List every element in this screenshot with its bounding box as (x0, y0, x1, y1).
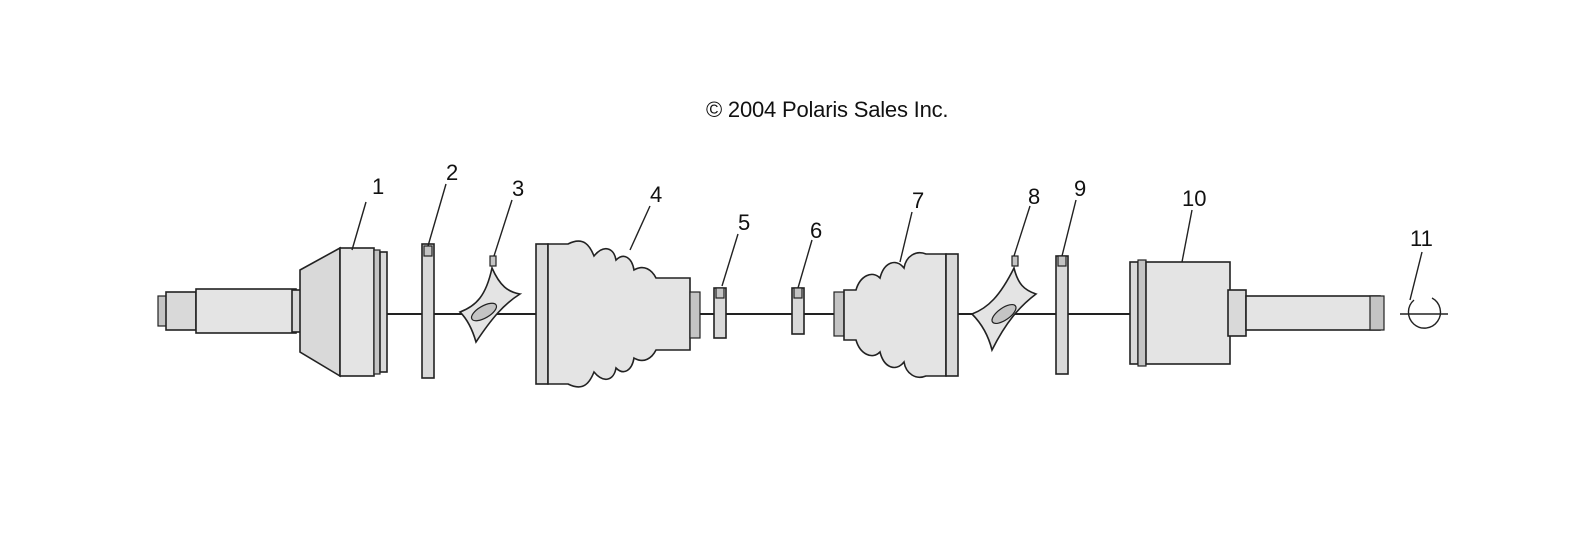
part-1-outer-cv-joint (157, 246, 388, 378)
callout-8: 8 (1028, 184, 1040, 209)
callout-11: 11 (1410, 226, 1433, 251)
callout-2: 2 (446, 160, 458, 185)
part-10-inner-cv-joint (1129, 259, 1385, 367)
part-11-snap-ring (1400, 297, 1448, 329)
copyright-notice: © 2004 Polaris Sales Inc. (706, 97, 949, 122)
callout-5: 5 (738, 210, 750, 235)
part-5-small-clamp (713, 287, 727, 339)
callout-numbers: 1 2 3 4 5 6 7 8 9 10 11 (372, 160, 1433, 251)
part-2-boot-clamp (421, 243, 435, 379)
part-9-boot-clamp (1055, 255, 1069, 375)
part-6-small-clamp (791, 287, 805, 335)
callout-7: 7 (912, 188, 924, 213)
part-8-retainer (970, 255, 1038, 353)
callout-1: 1 (372, 174, 384, 199)
leader-lines (351, 183, 1423, 301)
callout-9: 9 (1074, 176, 1086, 201)
part-3-retainer (458, 255, 523, 344)
callout-10: 10 (1182, 186, 1206, 211)
callout-4: 4 (650, 182, 662, 207)
callout-3: 3 (512, 176, 524, 201)
callout-6: 6 (810, 218, 822, 243)
part-4-outer-boot (535, 240, 701, 388)
part-7-inner-boot (833, 252, 959, 378)
